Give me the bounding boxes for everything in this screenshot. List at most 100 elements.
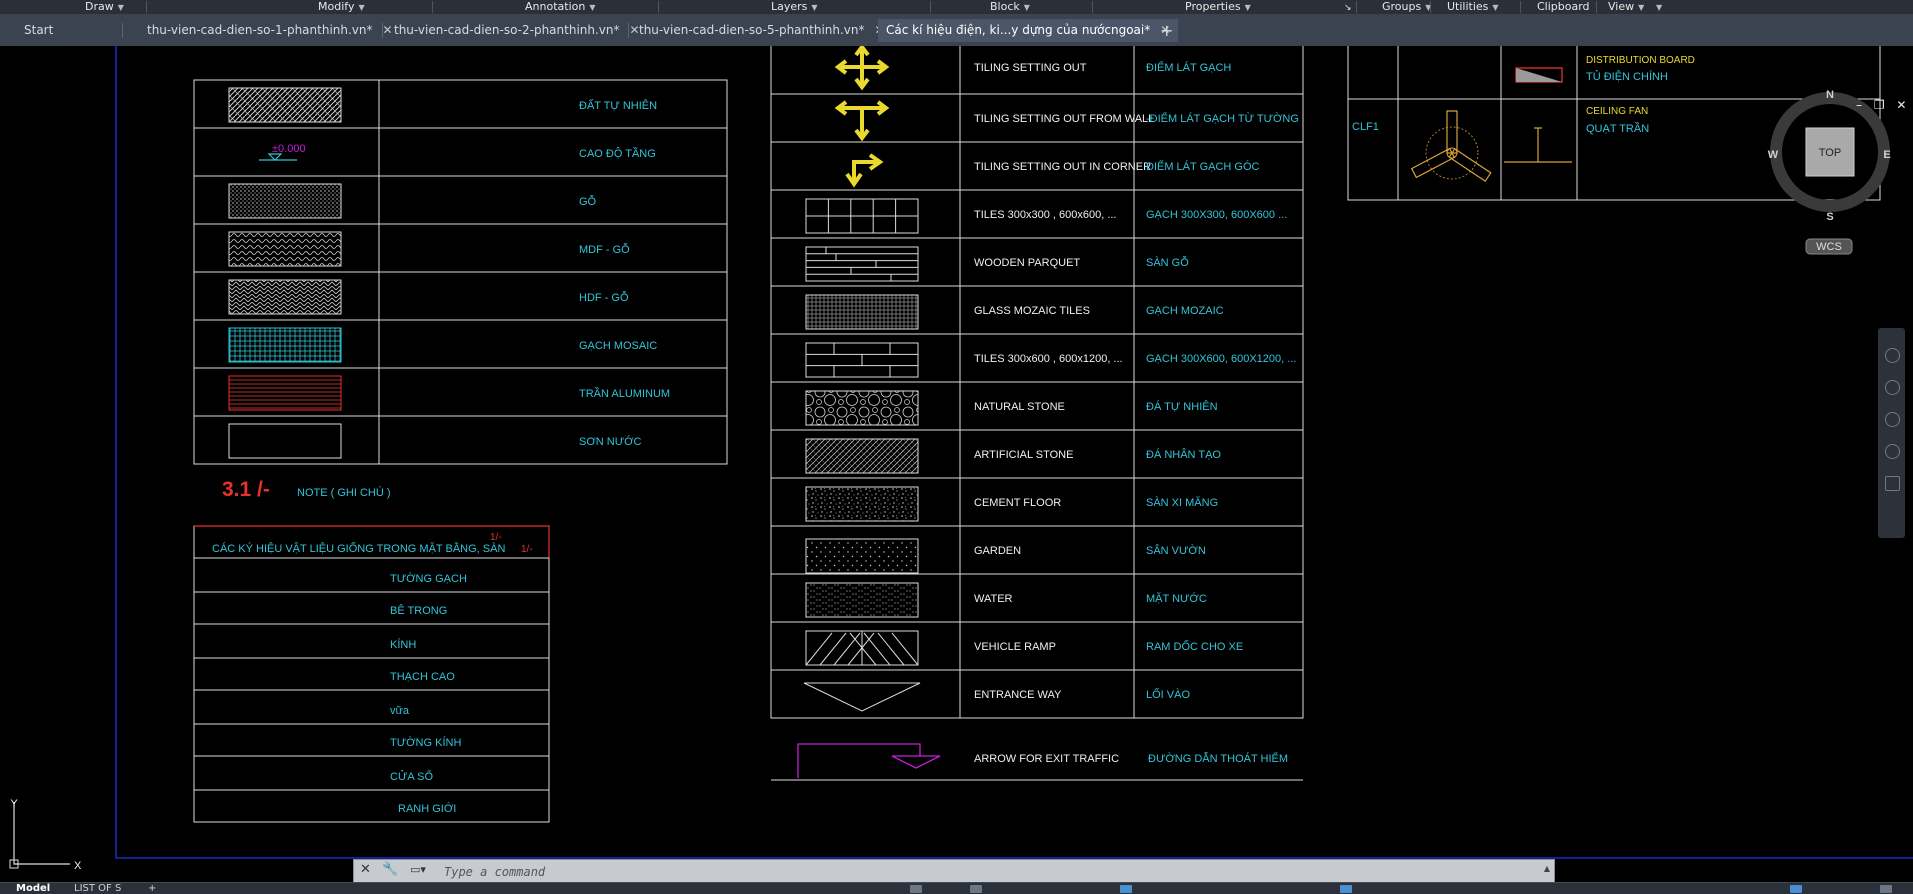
tab-document-4-active[interactable]: Các kí hiệu điện, ki...y dựng của nướcng… — [878, 19, 1179, 42]
ucs-axes — [13, 802, 70, 865]
close-icon[interactable]: ✕ — [1160, 23, 1171, 37]
tab-document-3[interactable]: thu-vien-cad-dien-so-5-phanthinh.vn*✕ — [639, 19, 885, 42]
ceiling-fan-en: CEILING FAN — [1586, 106, 1648, 117]
steering-wheel-icon[interactable] — [1885, 348, 1900, 363]
ribbon-panel-modify[interactable]: Modify▼ — [318, 0, 365, 13]
dropdown-icon: ▼ — [358, 3, 365, 12]
viewcube-face-top[interactable] — [1805, 127, 1855, 177]
compass-east: E — [1883, 149, 1890, 161]
ribbon-panel-block[interactable]: Block▼ — [990, 0, 1030, 13]
symbol-vietnamese-label: MẶT NƯỚC — [1146, 592, 1207, 605]
symbol-vietnamese-label: LỐI VÀO — [1146, 687, 1190, 701]
ribbon-panel-view-expand[interactable]: ▼ — [1656, 3, 1663, 12]
symbol-vietnamese-label: GẠCH 300X300, 600X600 ... — [1146, 209, 1287, 221]
ribbon-panel-clipboard[interactable]: Clipboard — [1537, 0, 1590, 13]
note-item: TƯỜNG KÍNH — [390, 736, 461, 749]
ribbon-panel-draw[interactable]: Draw▼ — [85, 0, 124, 13]
status-toggle-icon[interactable] — [1790, 885, 1802, 893]
ribbon-panel-utilities[interactable]: Utilities▼ — [1447, 0, 1499, 13]
wrench-icon[interactable]: 🔧 — [382, 862, 399, 877]
symbol-vietnamese-label: SÀN XI MĂNG — [1146, 496, 1218, 509]
symbol-english-label: GLASS MOZAIC TILES — [974, 305, 1090, 317]
ucs-origin — [9, 859, 19, 869]
close-icon[interactable]: ✕ — [360, 862, 371, 877]
new-tab-button[interactable]: + — [1160, 21, 1174, 40]
ribbon-panel-groups[interactable]: Groups▼ — [1382, 0, 1432, 13]
document-tab-bar: Start thu-vien-cad-dien-so-1-phanthinh.v… — [0, 15, 1913, 46]
close-icon[interactable]: ✕ — [1896, 98, 1907, 112]
ceiling-fan-blade — [1446, 110, 1458, 154]
symbol-vietnamese-label: ĐIỂM LÁT GẠCH — [1146, 61, 1231, 74]
zoom-icon[interactable] — [1885, 412, 1900, 427]
symbol-english-label: TILING SETTING OUT IN CORNER — [974, 161, 1151, 173]
new-layout-button[interactable]: + — [148, 883, 157, 894]
recent-commands-icon[interactable]: ▭▾ — [410, 863, 426, 876]
dropdown-icon: ▼ — [1638, 3, 1645, 12]
ucs-x-label: X — [74, 860, 82, 872]
dropdown-icon: ▼ — [811, 3, 818, 12]
close-icon[interactable]: ✕ — [382, 23, 393, 37]
status-toggle-icon[interactable] — [1120, 885, 1132, 893]
dropdown-icon: ▼ — [1244, 3, 1251, 12]
symbol-english-label: GARDEN — [974, 545, 1021, 557]
ribbon-panel-layers[interactable]: Layers▼ — [771, 0, 818, 13]
pan-icon[interactable] — [1885, 380, 1900, 395]
note-item: KÍNH — [390, 638, 416, 651]
ramp-hatch — [819, 632, 847, 666]
ribbon-panel-properties-expand[interactable]: ↘ — [1344, 3, 1352, 13]
orbit-icon[interactable] — [1885, 444, 1900, 459]
tiling-wall-arrow-head-icon — [834, 100, 890, 142]
symbol-english-label: TILING SETTING OUT — [974, 62, 1087, 74]
status-toggle-icon[interactable] — [970, 885, 982, 893]
compass-north: N — [1826, 89, 1834, 101]
expand-history-icon[interactable]: ▲ — [1543, 864, 1550, 873]
tab-document-2[interactable]: thu-vien-cad-dien-so-2-phanthinh.vn*✕ — [394, 23, 640, 37]
tab-start[interactable]: Start — [24, 23, 54, 37]
note-item: BÊ TRONG — [390, 604, 447, 617]
tab-document-1[interactable]: thu-vien-cad-dien-so-1-phanthinh.vn*✕ — [147, 23, 393, 37]
ceiling-fan-vi: QUẠT TRẦN — [1586, 122, 1649, 135]
tiling-corner-arrow-head-icon — [845, 153, 884, 188]
symbol-vietnamese-label: ĐIỂM LÁT GẠCH GÓC — [1146, 160, 1260, 173]
middle-symbol-table: TILING SETTING OUT ĐIỂM LÁT GẠCH TILING SE… — [770, 46, 1304, 781]
hatch-swatch-mdf — [228, 231, 342, 267]
ribbon-panel-properties[interactable]: Properties▼ — [1185, 0, 1251, 13]
note-item: TƯỜNG GẠCH — [390, 572, 467, 585]
ramp-hatch — [849, 632, 877, 666]
natural-stone-swatch — [805, 390, 919, 426]
ceiling-fan-blade — [1448, 148, 1492, 182]
tiling-arrow-head-icon — [834, 46, 890, 91]
navigation-bar — [1878, 328, 1905, 538]
restore-icon[interactable]: ❐ — [1873, 98, 1885, 112]
ribbon-panel-annotation[interactable]: Annotation▼ — [525, 0, 596, 13]
showmotion-icon[interactable] — [1885, 476, 1900, 491]
status-toggle-icon[interactable] — [910, 885, 922, 893]
distribution-board-en: DISTRIBUTION BOARD — [1586, 55, 1695, 66]
status-toggle-icon[interactable] — [1340, 885, 1352, 893]
dropdown-icon: ▼ — [1023, 3, 1030, 12]
tab-model[interactable]: Model — [16, 883, 51, 894]
customize-icon[interactable] — [1880, 885, 1892, 893]
note-number: 3.1 /- — [222, 478, 270, 501]
symbol-english-label: TILING SETTING OUT FROM WALL — [974, 113, 1154, 125]
distribution-board-fill — [1516, 68, 1562, 82]
close-icon[interactable]: ✕ — [629, 23, 640, 37]
tab-layout[interactable]: LIST OF S — [74, 883, 122, 894]
minimize-icon[interactable]: – — [1856, 98, 1862, 112]
ribbon-panel-view[interactable]: View▼ — [1608, 0, 1645, 13]
ceiling-fan-code: CLF1 — [1352, 121, 1379, 133]
symbol-english-label: VEHICLE RAMP — [974, 641, 1056, 653]
symbol-english-label: TILES 300x600 , 600x1200, ... — [974, 353, 1123, 365]
compass-west: W — [1768, 149, 1779, 161]
brick-swatch — [805, 342, 919, 378]
symbol-vietnamese-label: ĐÁ TỰ NHIÊN — [1146, 400, 1218, 413]
level-text: ±0.000 — [272, 143, 306, 155]
command-input[interactable] — [442, 862, 1526, 881]
notes-table: 3.1 /-NOTE ( GHI CHÚ )CÁC KÝ HIỆU VẬT LI… — [193, 478, 550, 823]
ribbon-panel-bar: Draw▼ Modify▼ Annotation▼ Layers▼ Block▼… — [0, 0, 1913, 15]
wcs-button[interactable] — [1805, 238, 1853, 255]
